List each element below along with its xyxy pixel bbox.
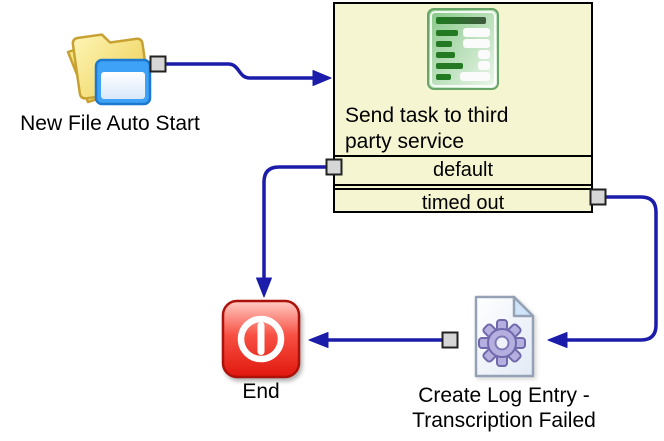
task-title-area: Send task to third party service bbox=[335, 8, 591, 155]
task-title: Send task to third party service bbox=[345, 104, 509, 153]
node-log[interactable] bbox=[469, 294, 539, 385]
log-label-line1: Create Log Entry - bbox=[418, 384, 590, 407]
node-task[interactable]: Send task to third party service default… bbox=[333, 2, 593, 214]
connector-handle[interactable] bbox=[441, 331, 459, 349]
node-end[interactable] bbox=[221, 299, 301, 384]
start-node-label: New File Auto Start bbox=[20, 112, 200, 135]
document-gear-icon bbox=[474, 295, 535, 378]
log-node-label: Create Log Entry - Transcription Failed bbox=[392, 383, 616, 433]
arrowhead-right-icon bbox=[312, 70, 332, 86]
edge-timedout-to-log[interactable] bbox=[547, 195, 658, 348]
folder-window-icon bbox=[66, 33, 152, 106]
edge-default-to-end[interactable] bbox=[256, 165, 328, 298]
edge-start-to-task[interactable] bbox=[166, 62, 332, 86]
arrowhead-left-icon bbox=[308, 332, 329, 348]
arrowhead-down-icon bbox=[256, 277, 272, 298]
row-divider bbox=[335, 184, 591, 188]
end-node-label: End bbox=[242, 380, 280, 403]
node-start[interactable] bbox=[52, 16, 156, 113]
task-row-timed-out[interactable]: timed out bbox=[335, 188, 591, 217]
task-row-default[interactable]: default bbox=[335, 155, 591, 184]
connector-handle[interactable] bbox=[149, 55, 167, 73]
power-stop-icon bbox=[221, 299, 301, 379]
gear-glyph bbox=[478, 319, 526, 367]
arrowhead-left-icon bbox=[547, 332, 568, 348]
connector-handle[interactable] bbox=[589, 188, 607, 206]
connector-handle[interactable] bbox=[325, 158, 343, 176]
task-list-icon bbox=[427, 8, 499, 90]
log-label-line2: Transcription Failed bbox=[412, 409, 596, 432]
edge-log-to-end[interactable] bbox=[308, 332, 443, 348]
